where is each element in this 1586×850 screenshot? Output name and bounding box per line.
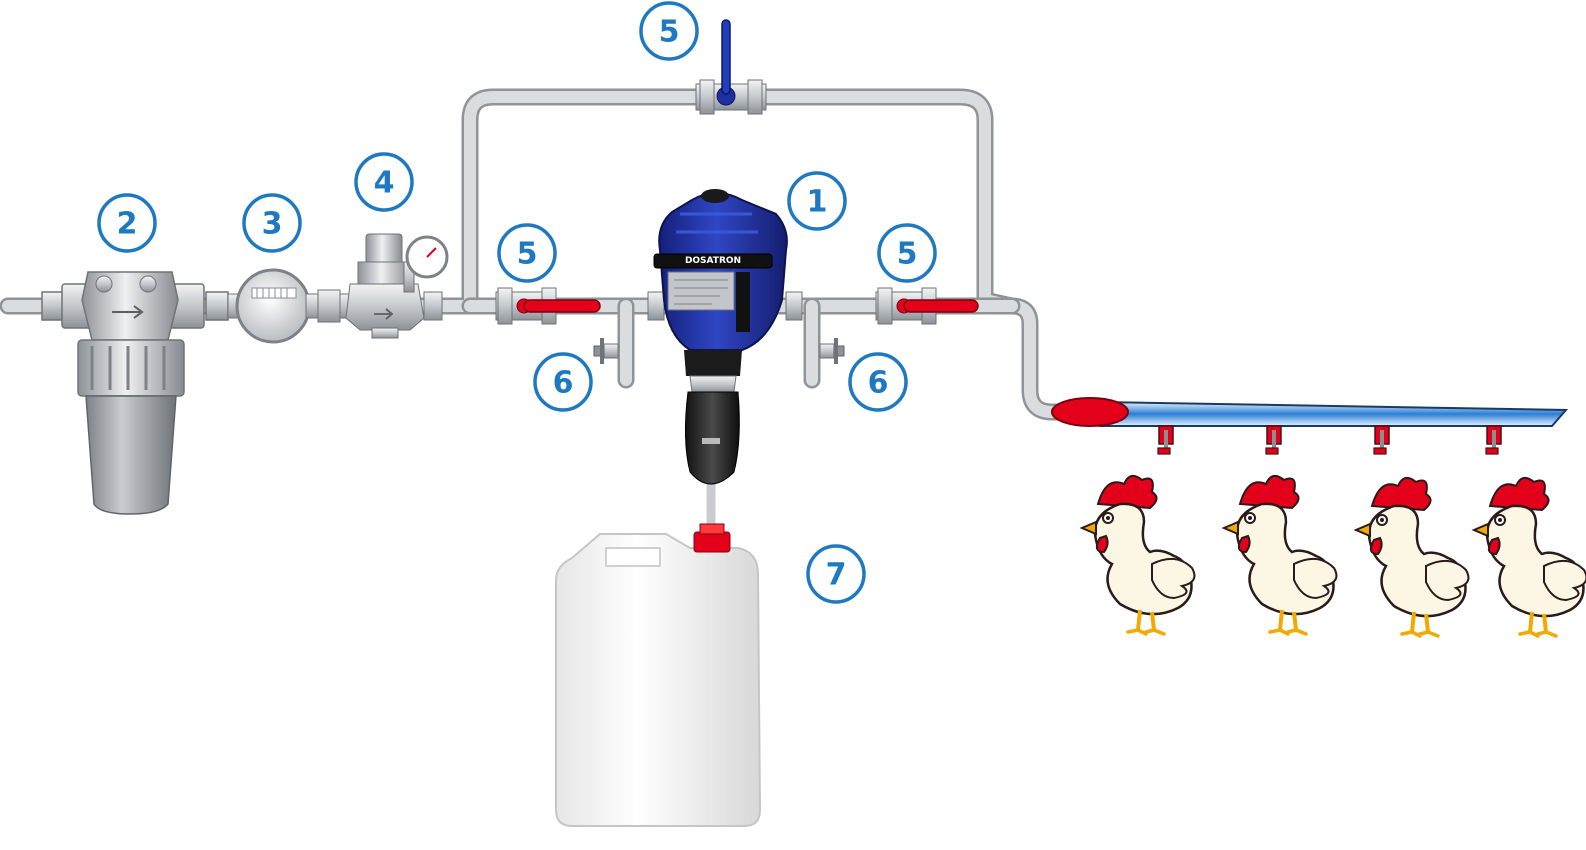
inlet-valve [495, 287, 601, 325]
chicken-icon [1472, 475, 1586, 638]
callout-6-inlet: 6 [533, 352, 593, 412]
flow-arrow-icon [112, 305, 144, 319]
pressure-regulator [339, 233, 449, 339]
chicken-icon [1222, 473, 1339, 636]
callout-5-inlet: 5 [497, 223, 557, 283]
callout-7: 7 [806, 544, 866, 604]
inlet-sample-tap [593, 338, 619, 364]
svg-text:5: 5 [897, 237, 918, 272]
svg-text:4: 4 [374, 166, 395, 201]
chickens [1080, 473, 1586, 638]
concentrate-container [555, 523, 762, 827]
drinker-line [1051, 397, 1569, 455]
chicken-icon [1354, 475, 1471, 638]
callout-5-bypass: 5 [639, 1, 699, 61]
svg-text:7: 7 [826, 558, 847, 593]
svg-text:5: 5 [517, 237, 538, 272]
callout-5-outlet: 5 [877, 223, 937, 283]
svg-text:1: 1 [807, 185, 828, 220]
callout-6-outlet: 6 [848, 352, 908, 412]
meter-icon [235, 268, 311, 344]
canister-icon [605, 547, 661, 567]
bypass-valve [695, 19, 767, 115]
svg-text:5: 5 [659, 15, 680, 50]
valve-handle-icon [721, 19, 731, 95]
svg-text:6: 6 [868, 366, 889, 401]
svg-text:2: 2 [117, 207, 138, 242]
callout-2: 2 [97, 193, 157, 253]
svg-text:6: 6 [553, 366, 574, 401]
chicken-icon [1080, 473, 1197, 636]
outlet-valve [875, 287, 979, 325]
dosatron-injector: DOSATRON [647, 189, 803, 485]
water-filter [41, 271, 229, 515]
outlet-sample-tap [819, 338, 845, 364]
callout-4: 4 [354, 152, 414, 212]
brand-label: DOSATRON [685, 256, 741, 266]
water-meter [227, 268, 341, 344]
callout-3: 3 [242, 193, 302, 253]
callout-1: 1 [787, 171, 847, 231]
svg-text:3: 3 [262, 207, 283, 242]
